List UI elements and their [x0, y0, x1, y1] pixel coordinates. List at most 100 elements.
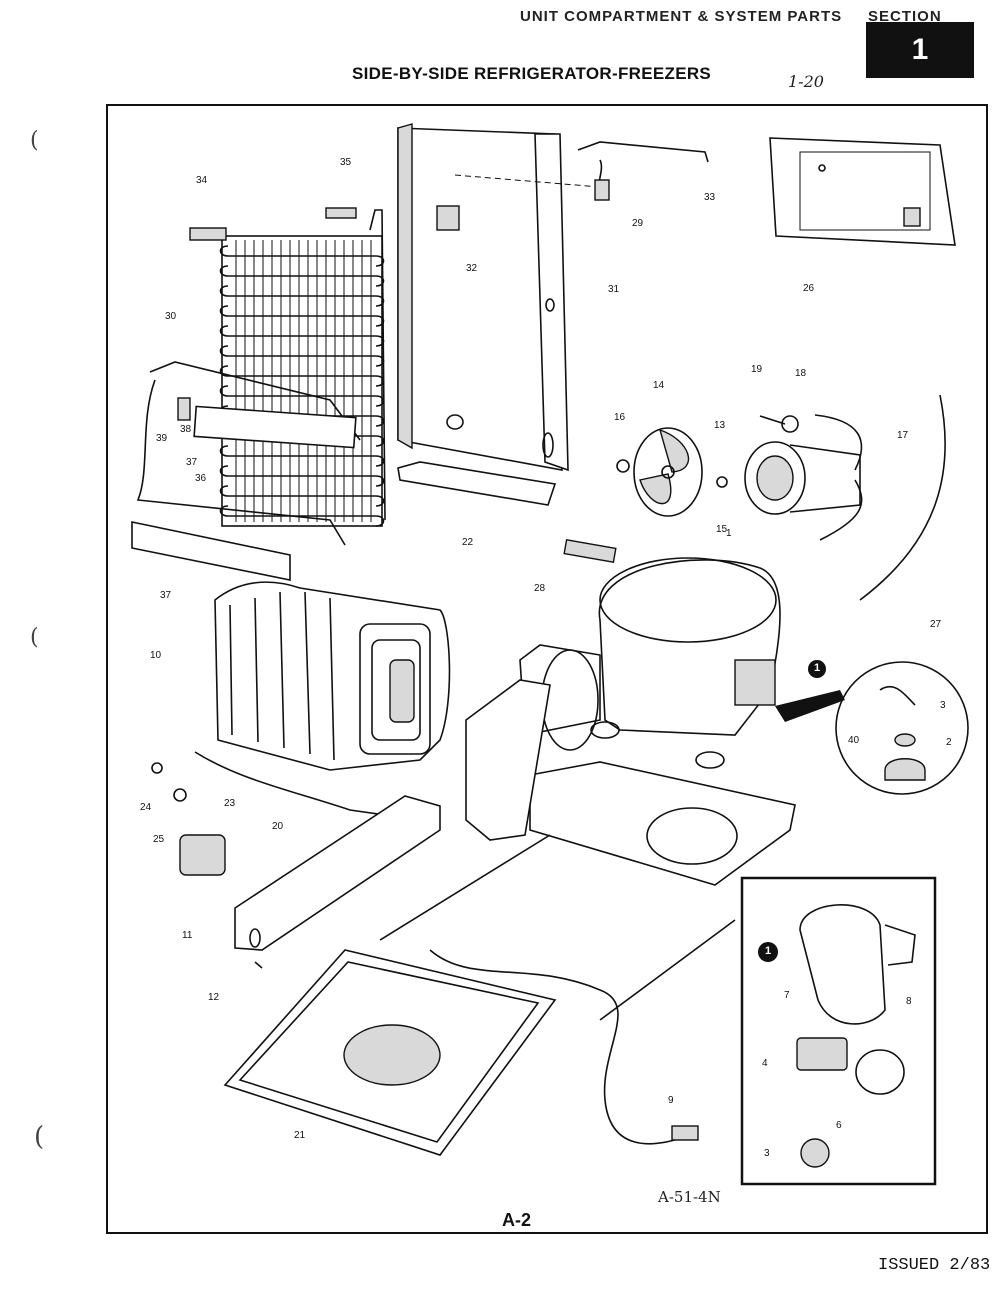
- callout-36: 36: [195, 473, 207, 484]
- wire-harness-27: [859, 394, 946, 601]
- grommet-2: [884, 758, 926, 781]
- defrost-timer-20: [179, 834, 226, 876]
- callout-7: 7: [784, 990, 790, 1001]
- callout-10: 10: [150, 650, 162, 661]
- air-duct-panel: [397, 123, 601, 472]
- callout-40: 40: [848, 735, 860, 746]
- grommet-40: [894, 733, 916, 747]
- header-section-label: SECTION: [868, 8, 942, 25]
- clip-24: [151, 762, 163, 774]
- condenser-coil: [189, 207, 386, 527]
- callout-8: 8: [906, 996, 912, 1007]
- drier-28: [563, 538, 617, 564]
- support-bracket: [465, 679, 551, 841]
- callout-29: 29: [632, 218, 644, 229]
- bracket-39: [177, 397, 191, 421]
- screw-19: [759, 415, 786, 425]
- nut-16: [616, 459, 630, 473]
- callout-3b: 3: [764, 1148, 770, 1159]
- overload-3: [800, 1138, 830, 1168]
- evaporator-pan-coil-10: [214, 581, 451, 771]
- thermostat-32: [436, 205, 460, 231]
- callout-35: 35: [340, 157, 352, 168]
- callout-11: 11: [182, 930, 193, 941]
- drain-trough-22: [397, 461, 557, 506]
- washer-15: [716, 476, 728, 488]
- detail-inset-box: [740, 876, 937, 1186]
- callout-32: 32: [466, 263, 478, 274]
- clip-34: [189, 227, 227, 241]
- callout-18: 18: [795, 368, 807, 379]
- callout-4: 4: [762, 1058, 768, 1069]
- callout-21: 21: [294, 1130, 306, 1141]
- compressor-base: [529, 761, 796, 886]
- callout-37: 37: [186, 457, 198, 468]
- section-number: 1: [911, 33, 929, 66]
- callout-24: 24: [140, 802, 152, 813]
- issue-date: ISSUED 2/83: [878, 1256, 991, 1275]
- margin-mark: (: [30, 625, 39, 650]
- marker-1: [808, 660, 826, 678]
- callout-28: 28: [534, 583, 546, 594]
- callout-37b: 37: [160, 590, 172, 601]
- page-code: A-2: [502, 1210, 532, 1230]
- margin-mark: (: [30, 128, 39, 153]
- coil-loop: [219, 365, 385, 387]
- callout-9: 9: [668, 1095, 674, 1106]
- callout-23: 23: [224, 798, 236, 809]
- clip-25: [173, 788, 187, 802]
- coil-loop: [219, 485, 385, 507]
- marker-label: 1: [814, 662, 821, 674]
- compressor: [519, 557, 781, 769]
- coil-loop: [219, 445, 385, 467]
- bracket-37-upper: [193, 405, 357, 449]
- drawing-reference: A-51-4N: [658, 1188, 721, 1206]
- callout-39: 39: [156, 433, 168, 444]
- callout-1: 1: [726, 528, 732, 539]
- callout-19: 19: [751, 364, 763, 375]
- callout-30: 30: [165, 311, 177, 322]
- callout-3: 3: [940, 700, 946, 711]
- fan-motor-13: [744, 441, 861, 515]
- coil-loop: [219, 345, 385, 367]
- callout-38: 38: [180, 424, 192, 435]
- callout-16: 16: [614, 412, 626, 423]
- callout-15: 15: [716, 524, 728, 535]
- callout-20: 20: [272, 821, 284, 832]
- relay-cover-7: [799, 904, 886, 1025]
- motor-bracket-17: [814, 414, 863, 471]
- callout-27: 27: [930, 619, 942, 630]
- bracket-37-lower: [131, 521, 291, 581]
- diagram-frame: [106, 104, 988, 1234]
- screw-12: [254, 961, 263, 969]
- power-cord-9: [429, 949, 691, 1145]
- handwritten-note: 1-20: [788, 72, 824, 91]
- control-cover-26: [769, 137, 956, 246]
- coil-loop: [219, 465, 385, 487]
- callout-33: 33: [704, 192, 716, 203]
- drain-pan-21: [223, 949, 557, 1156]
- margin-mark: (: [34, 1122, 45, 1152]
- header-section-heading: UNIT COMPARTMENT & SYSTEM PARTS: [520, 8, 843, 25]
- relay-4: [796, 1037, 848, 1071]
- clip-3: [879, 685, 916, 706]
- callout-12: 12: [208, 992, 220, 1003]
- callout-34: 34: [196, 175, 208, 186]
- callout-13: 13: [714, 420, 726, 431]
- callout-26: 26: [803, 283, 815, 294]
- clamp-6: [855, 1049, 905, 1095]
- coil-loop: [219, 385, 385, 407]
- section-number-badge: 1: [866, 22, 974, 78]
- callout-25: 25: [153, 834, 165, 845]
- detail-circle: [775, 660, 969, 795]
- callout-31: 31: [608, 284, 620, 295]
- callout-6: 6: [836, 1120, 842, 1131]
- callout-17: 17: [897, 430, 909, 441]
- clip-35: [325, 207, 357, 219]
- clip-8: [884, 924, 916, 966]
- condenser-fan-blade: [633, 427, 703, 517]
- coil-loop: [219, 325, 385, 347]
- rail-11: [234, 795, 441, 951]
- callout-22: 22: [462, 537, 474, 548]
